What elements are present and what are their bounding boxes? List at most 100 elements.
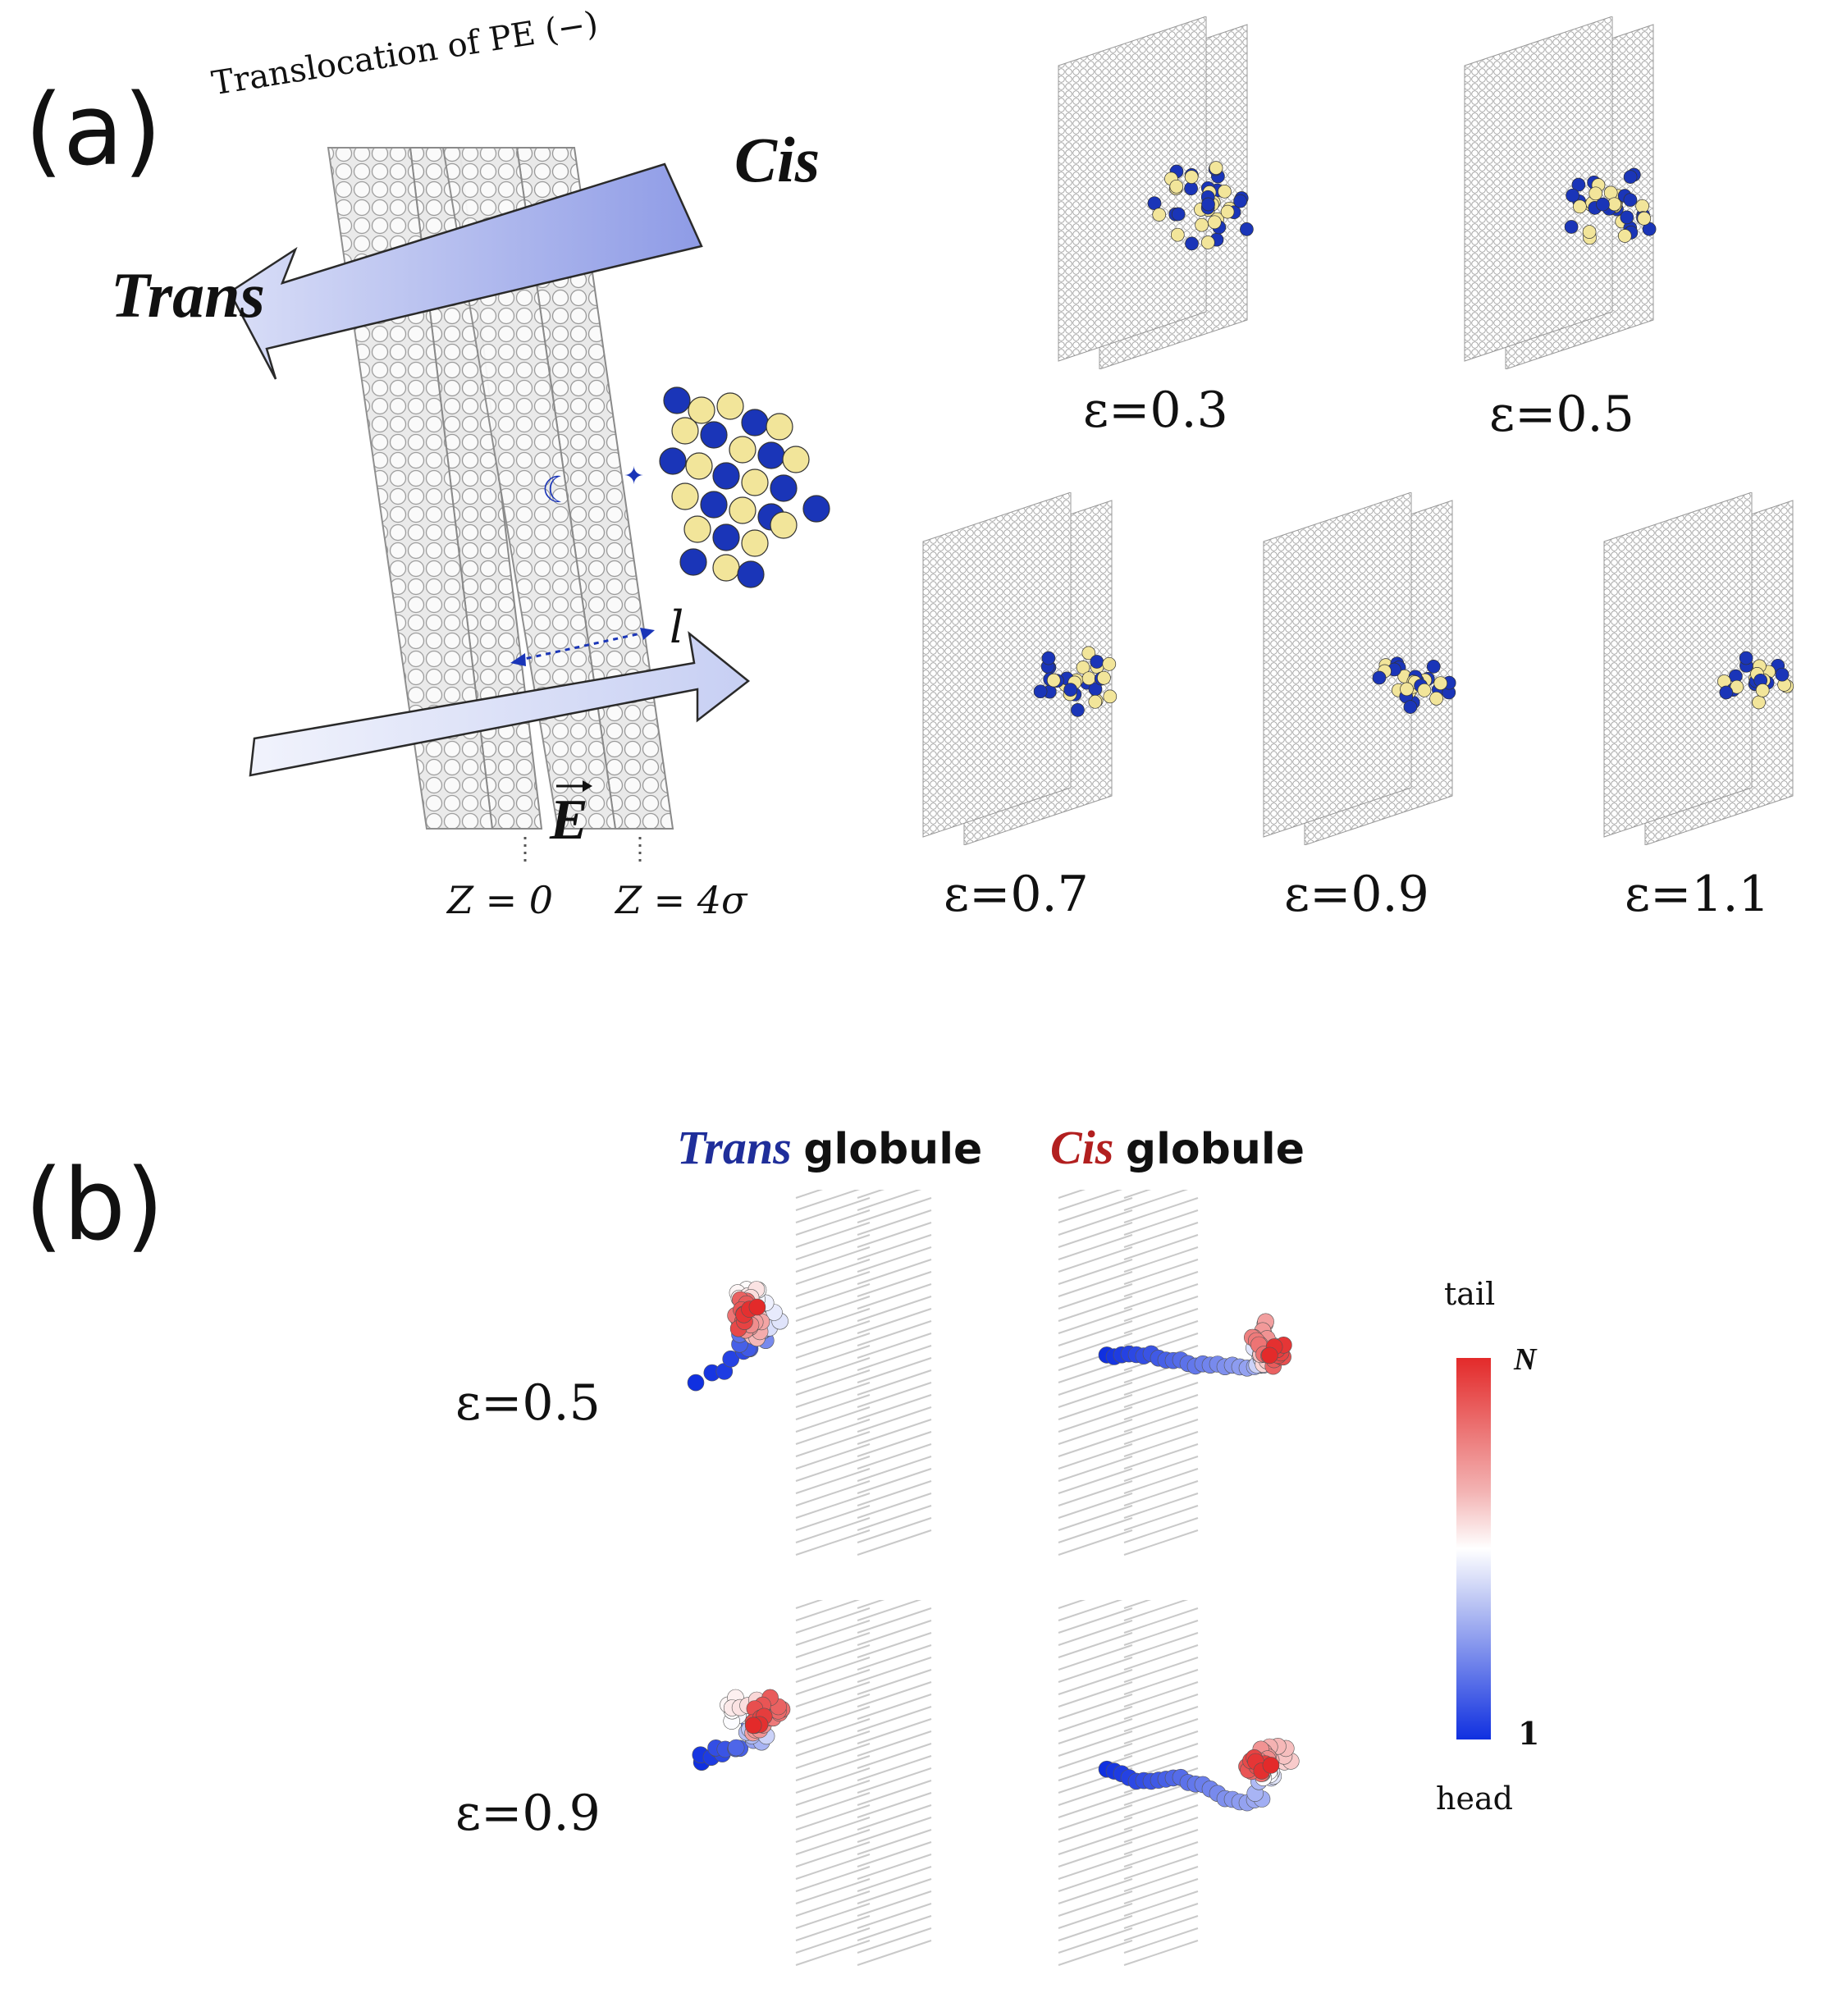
membrane-hatch <box>857 1394 932 1420</box>
membrane-hatch <box>1058 1792 1133 1818</box>
membrane-hatch <box>1123 1493 1199 1519</box>
membrane-hatch <box>1123 1382 1199 1408</box>
membrane-hatch <box>1123 1431 1199 1457</box>
row-label-eps-05: ε=0.5 <box>455 1374 601 1432</box>
membrane-hatch <box>795 1493 871 1519</box>
membrane-hatch <box>1058 1517 1133 1543</box>
bead <box>1596 197 1610 212</box>
membrane-hatch <box>795 1829 871 1855</box>
membrane-hatch <box>1123 1669 1199 1695</box>
membrane-hatch <box>795 1780 871 1806</box>
membrane-hatch <box>857 1431 932 1457</box>
membrane-hatch <box>857 1718 932 1744</box>
monomer-bead <box>722 1350 739 1368</box>
bead <box>1620 210 1634 225</box>
membrane-hatch <box>1123 1644 1199 1671</box>
membrane-hatch <box>1123 1197 1199 1223</box>
bead <box>1103 689 1118 704</box>
membrane-hatch <box>1058 1927 1133 1954</box>
bead <box>1752 695 1766 710</box>
membrane-hatch <box>795 1718 871 1744</box>
membrane-hatch <box>795 1632 871 1658</box>
membrane-hatch <box>795 1443 871 1470</box>
membrane-hatch <box>1123 1296 1199 1322</box>
snapshot-label-1: ε=0.3 <box>1083 382 1228 439</box>
bead <box>1240 222 1254 236</box>
pore-marker-icon: ☾ <box>542 469 574 511</box>
field-label: E <box>550 789 588 852</box>
bead <box>1201 197 1215 212</box>
membrane-hatch <box>1123 1320 1199 1346</box>
membrane-hatch <box>1058 1755 1133 1781</box>
membrane-hatch <box>1058 1333 1133 1359</box>
membrane-hatch <box>857 1190 885 1199</box>
membrane-hatch <box>1058 1743 1133 1769</box>
membrane-hatch <box>1123 1222 1199 1248</box>
bead <box>1755 683 1770 697</box>
bead <box>1081 646 1096 661</box>
field-arrow <box>249 630 751 777</box>
membrane-hatch <box>795 1234 871 1260</box>
membrane-hatch <box>857 1259 932 1285</box>
z0-label: Z = 0 <box>447 878 554 922</box>
membrane-hatch <box>857 1927 932 1954</box>
membrane-hatch <box>857 1854 932 1880</box>
membrane-hatch <box>1123 1369 1199 1396</box>
bead <box>1184 181 1198 196</box>
bead <box>1090 655 1104 669</box>
membrane-hatch <box>857 1209 932 1236</box>
monomer-bead <box>1262 1757 1280 1774</box>
membrane-hatch <box>795 1854 871 1880</box>
membrane-hatch <box>795 1767 871 1794</box>
bead <box>1426 660 1441 674</box>
membrane-hatch <box>1123 1927 1199 1954</box>
membrane-hatch <box>1123 1890 1199 1917</box>
bead <box>1403 700 1418 714</box>
membrane-hatch <box>1123 1903 1199 1929</box>
membrane-hatch <box>857 1271 932 1297</box>
monomer-bead <box>727 1739 745 1757</box>
membrane-hatch <box>1058 1620 1133 1646</box>
snapshot-front-wall <box>1263 492 1412 838</box>
membrane-hatch <box>1058 1296 1133 1322</box>
bead <box>1097 670 1111 685</box>
membrane-hatch <box>795 1505 871 1531</box>
bead <box>1603 185 1618 200</box>
membrane-hatch <box>1123 1817 1199 1843</box>
membrane-hatch <box>795 1394 871 1420</box>
membrane-hatch <box>857 1620 932 1646</box>
trans-globule-eps-05 <box>687 1190 932 1556</box>
bead <box>1429 691 1443 706</box>
membrane-hatch <box>795 1222 871 1248</box>
membrane-hatch <box>857 1419 932 1445</box>
membrane-hatch <box>1123 1517 1199 1543</box>
membrane-hatch <box>1123 1706 1199 1732</box>
snapshot-front-wall <box>1464 16 1613 362</box>
bead <box>1046 673 1061 688</box>
membrane-hatch <box>1058 1817 1133 1843</box>
membrane-hatch <box>857 1607 932 1634</box>
membrane-hatch <box>1123 1209 1199 1236</box>
membrane-hatch <box>1123 1190 1152 1199</box>
membrane-hatch <box>1123 1841 1199 1867</box>
membrane-hatch <box>795 1197 871 1223</box>
bead <box>1372 670 1387 685</box>
membrane-hatch <box>795 1804 871 1831</box>
colorbar-min-label: 1 <box>1518 1715 1540 1752</box>
membrane-hatch <box>795 1382 871 1408</box>
membrane-hatch <box>857 1817 932 1843</box>
bead <box>1218 185 1232 199</box>
membrane-hatch <box>795 1927 871 1954</box>
membrane-hatch <box>1123 1308 1199 1334</box>
membrane-hatch <box>1123 1632 1199 1658</box>
membrane-hatch <box>1058 1493 1133 1519</box>
membrane-hatch <box>857 1345 932 1371</box>
membrane-hatch <box>795 1730 871 1757</box>
snapshot-front-wall <box>1058 16 1207 362</box>
panel-b-label: (b) <box>25 1149 164 1263</box>
snapshot-label-2: ε=0.5 <box>1489 386 1634 443</box>
wall-z4 <box>441 147 674 830</box>
membrane-hatch <box>1058 1903 1133 1929</box>
membrane-hatch <box>857 1357 932 1383</box>
membrane-hatch <box>795 1456 871 1482</box>
